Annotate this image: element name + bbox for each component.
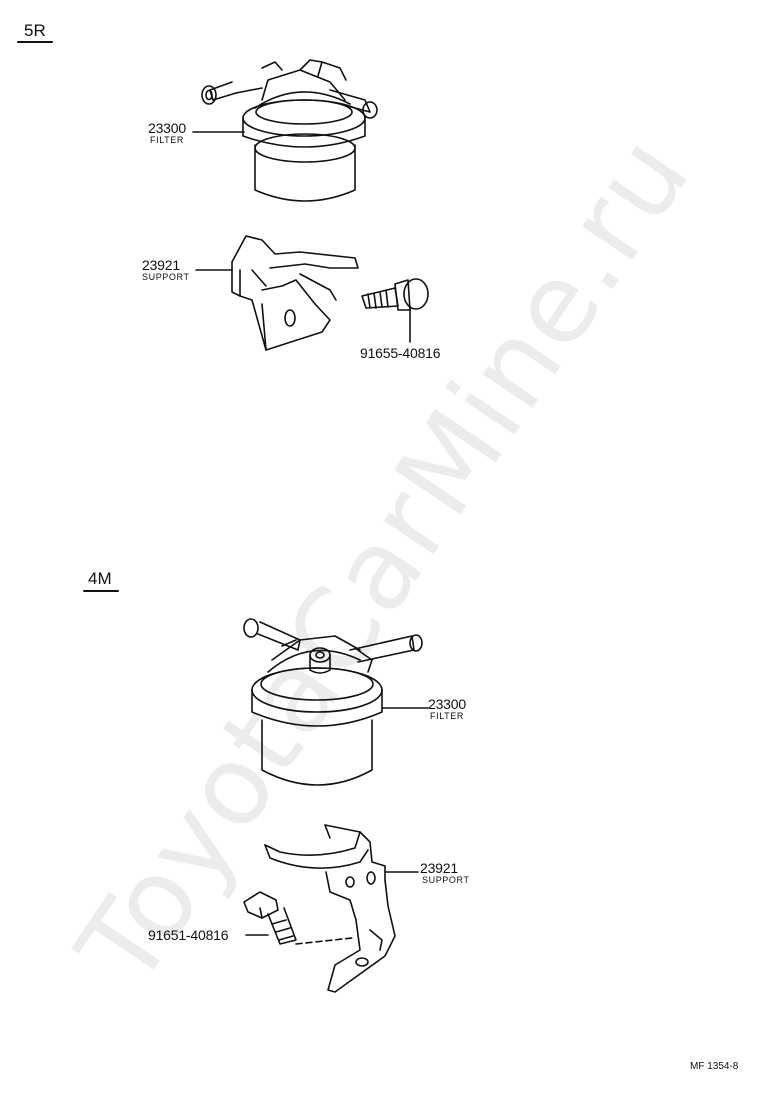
- part-name-4m-support: SUPPORT: [422, 875, 470, 885]
- section-code-4m: 4M: [88, 569, 112, 588]
- part-number-5r-support: 23921: [142, 257, 180, 273]
- part-name-5r-support: SUPPORT: [142, 272, 190, 282]
- part-number-5r-bolt: 91655-40816: [360, 345, 441, 361]
- support-5r-drawing: [231, 235, 359, 351]
- part-number-4m-filter: 23300: [428, 696, 466, 712]
- part-number-4m-bolt: 91651-40816: [148, 927, 229, 943]
- part-number-5r-filter: 23300: [148, 120, 186, 136]
- bolt-91655-drawing: [361, 278, 429, 311]
- part-name-5r-filter: FILTER: [150, 135, 184, 145]
- part-number-4m-support: 23921: [420, 860, 458, 876]
- bolt-91651-drawing: [243, 891, 353, 945]
- filter-5r-drawing: [201, 59, 378, 202]
- figure-code: MF 1354-8: [690, 1061, 739, 1072]
- filter-4m-drawing: [243, 618, 423, 786]
- part-name-4m-filter: FILTER: [430, 711, 464, 721]
- section-code-5r: 5R: [24, 21, 46, 40]
- support-4m-drawing: [264, 824, 396, 993]
